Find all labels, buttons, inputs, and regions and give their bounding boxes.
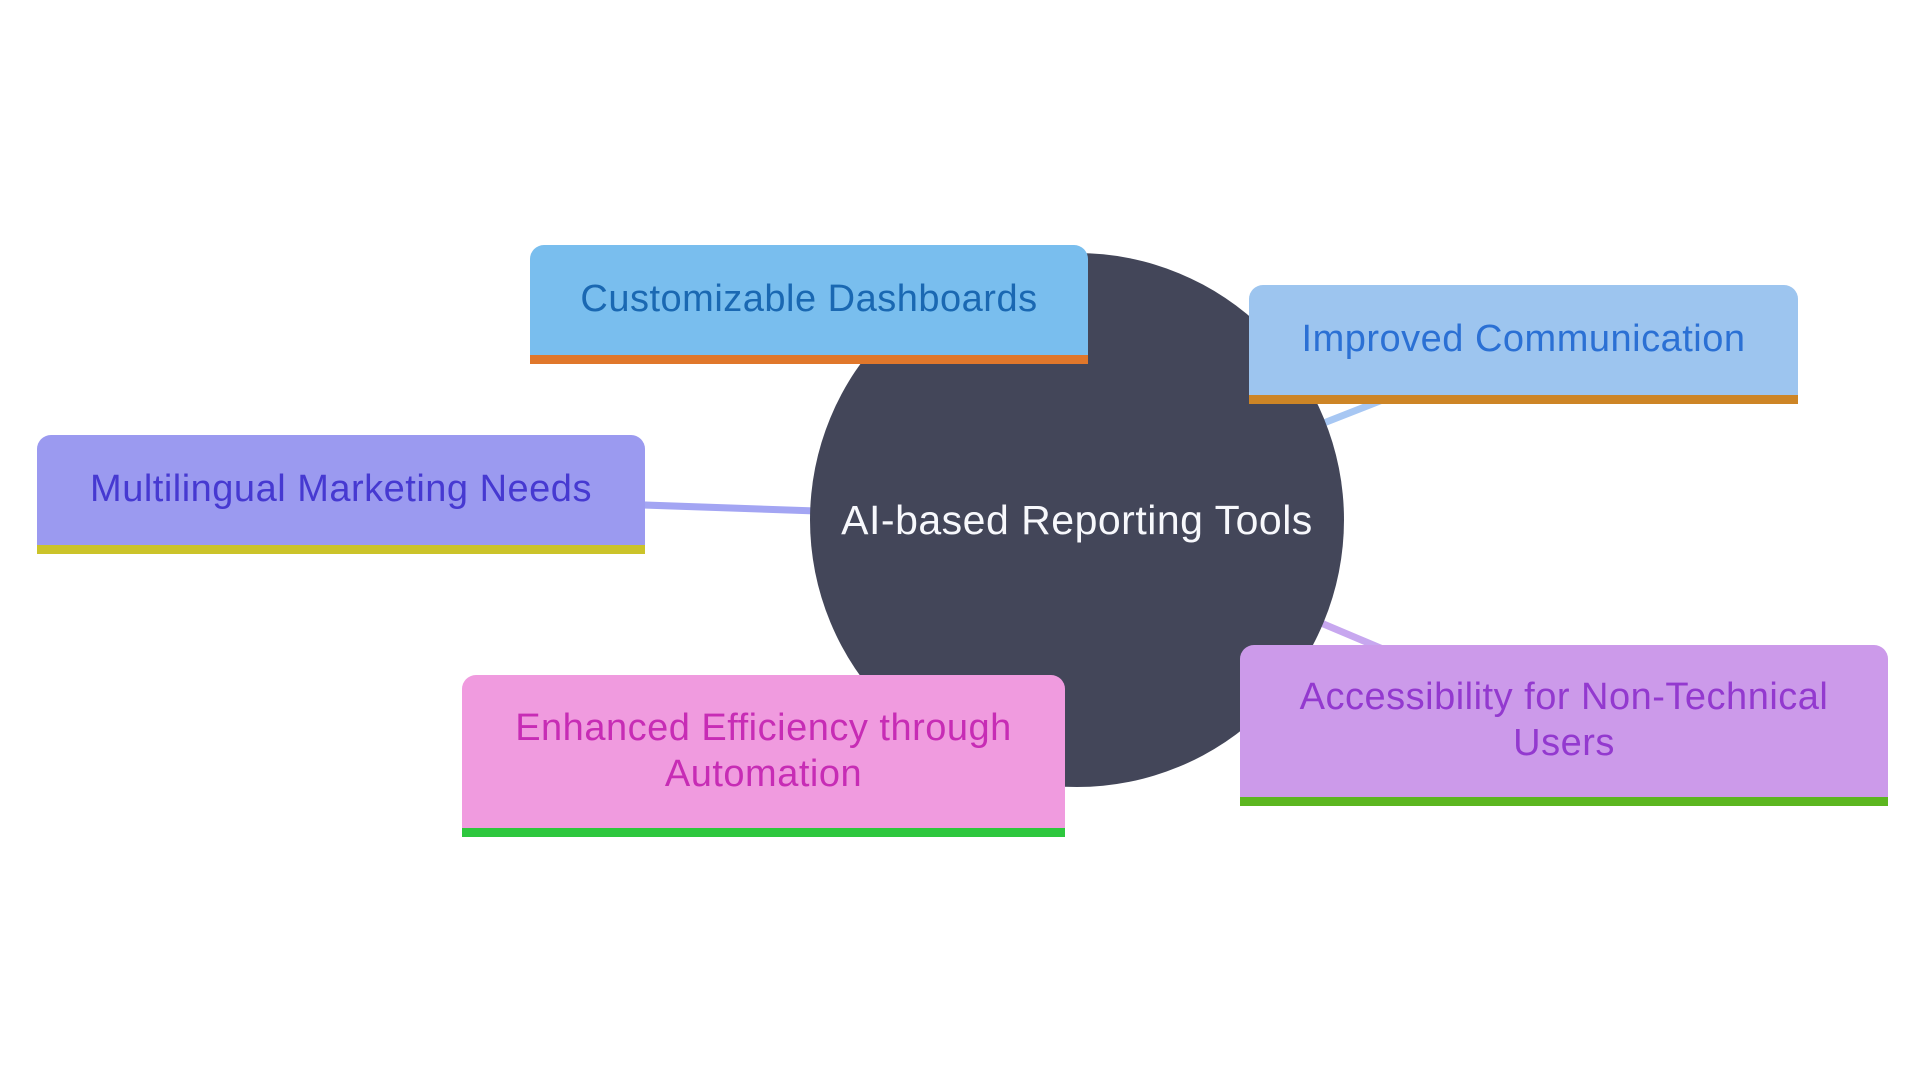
node-label: Customizable Dashboards: [580, 278, 1038, 321]
central-topic-label: AI-based Reporting Tools: [841, 496, 1313, 543]
node-enhanced-efficiency-through-automation[interactable]: Enhanced Efficiency through Automation: [462, 675, 1065, 837]
node-body: Customizable Dashboards: [530, 245, 1088, 355]
node-label: Enhanced Efficiency through Automation: [515, 706, 1012, 795]
node-label: Accessibility for Non-Technical Users: [1299, 676, 1829, 764]
node-body: Improved Communication: [1249, 285, 1798, 395]
node-body: Enhanced Efficiency through Automation: [462, 675, 1065, 828]
node-body: Accessibility for Non-Technical Users: [1240, 645, 1888, 797]
node-underline: [37, 545, 645, 554]
node-label: Multilingual Marketing Needs: [90, 468, 592, 511]
node-underline: [1240, 797, 1888, 806]
node-multilingual-marketing-needs[interactable]: Multilingual Marketing Needs: [37, 435, 645, 554]
node-label: Improved Communication: [1301, 318, 1746, 361]
node-accessibility-for-non-technical-users[interactable]: Accessibility for Non-Technical Users: [1240, 645, 1888, 806]
node-body: Multilingual Marketing Needs: [37, 435, 645, 545]
node-underline: [462, 828, 1065, 837]
node-customizable-dashboards[interactable]: Customizable Dashboards: [530, 245, 1088, 364]
node-underline: [530, 355, 1088, 364]
node-underline: [1249, 395, 1798, 404]
node-improved-communication[interactable]: Improved Communication: [1249, 285, 1798, 404]
